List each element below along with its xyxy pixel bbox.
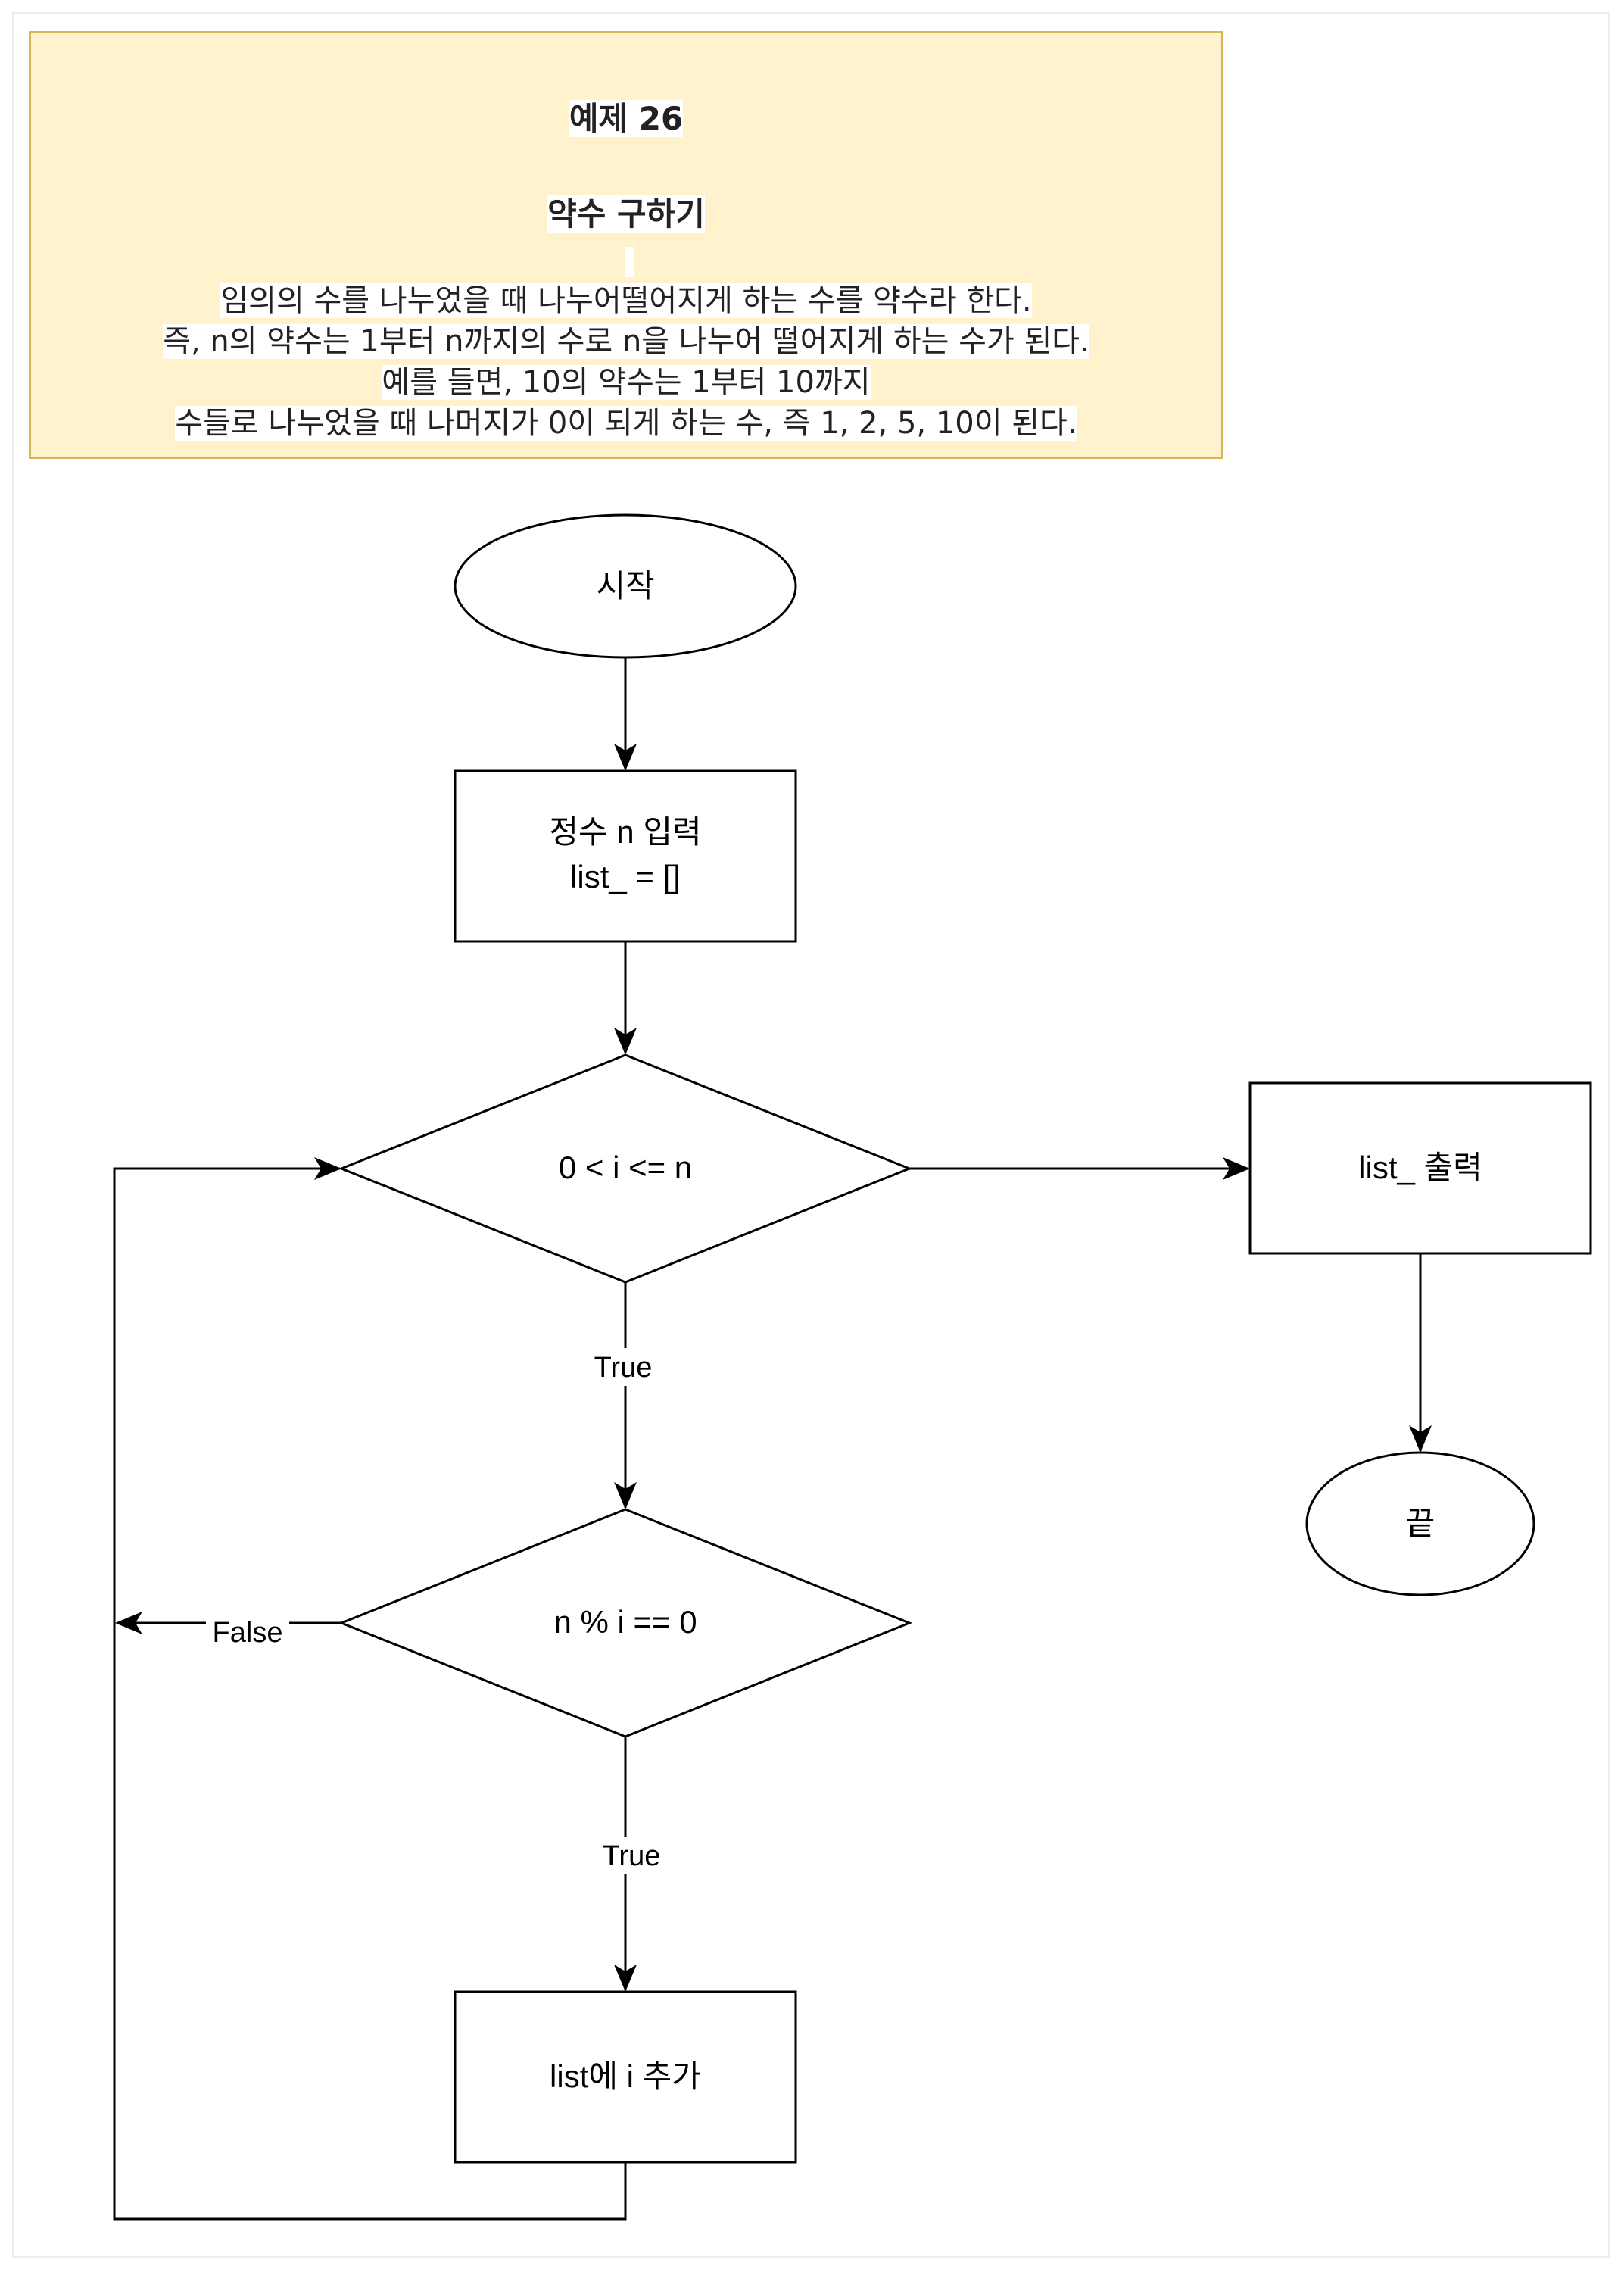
check-condition-label: n % i == 0 bbox=[553, 1604, 697, 1640]
end-label: 끝 bbox=[1406, 1506, 1435, 1541]
append-label: list에 i 추가 bbox=[550, 2058, 701, 2094]
false-label-bg bbox=[206, 1612, 289, 1646]
true-label-1-bg bbox=[588, 1348, 663, 1386]
problem-note: 예제 26 약수 구하기 임의의 수를 나누었을 때 나누어떨어지게 하는 수를… bbox=[29, 31, 1223, 459]
true-label-1: True bbox=[594, 1352, 653, 1384]
start-label: 시작 bbox=[596, 568, 654, 604]
note-line: 임의의 수를 나누었을 때 나누어떨어지게 하는 수를 약수라 한다. bbox=[220, 283, 1032, 318]
append-node bbox=[454, 1990, 797, 2164]
input-node bbox=[454, 769, 797, 943]
true-label-2-bg bbox=[595, 1837, 668, 1874]
input-label-line2: list_ = [] bbox=[570, 859, 681, 894]
note-heading: 예제 26 bbox=[569, 100, 684, 137]
false-label: False bbox=[213, 1617, 283, 1649]
output-label: list_ 출력 bbox=[1358, 1150, 1482, 1185]
note-body: 임의의 수를 나누었을 때 나누어떨어지게 하는 수를 약수라 한다. 즉, n… bbox=[31, 280, 1221, 444]
true-label-2: True bbox=[603, 1840, 661, 1872]
note-line: 수들로 나누었을 때 나머지가 0이 되게 하는 수, 즉 1, 2, 5, 1… bbox=[175, 406, 1077, 441]
output-node bbox=[1248, 1081, 1592, 1255]
note-line: 즉, n의 약수는 1부터 n까지의 수로 n을 나누어 떨어지게 하는 수가 … bbox=[163, 324, 1089, 359]
note-line: 예를 들면, 10의 약수는 1부터 10까지 bbox=[382, 365, 871, 400]
note-title: 약수 구하기 bbox=[547, 195, 705, 233]
end-node bbox=[1305, 1451, 1535, 1596]
edge-append-loop-back bbox=[113, 1157, 627, 2221]
loop-condition-label: 0 < i <= n bbox=[559, 1150, 692, 1185]
input-label-line1: 정수 n 입력 bbox=[549, 814, 701, 850]
note-separator bbox=[625, 247, 634, 277]
